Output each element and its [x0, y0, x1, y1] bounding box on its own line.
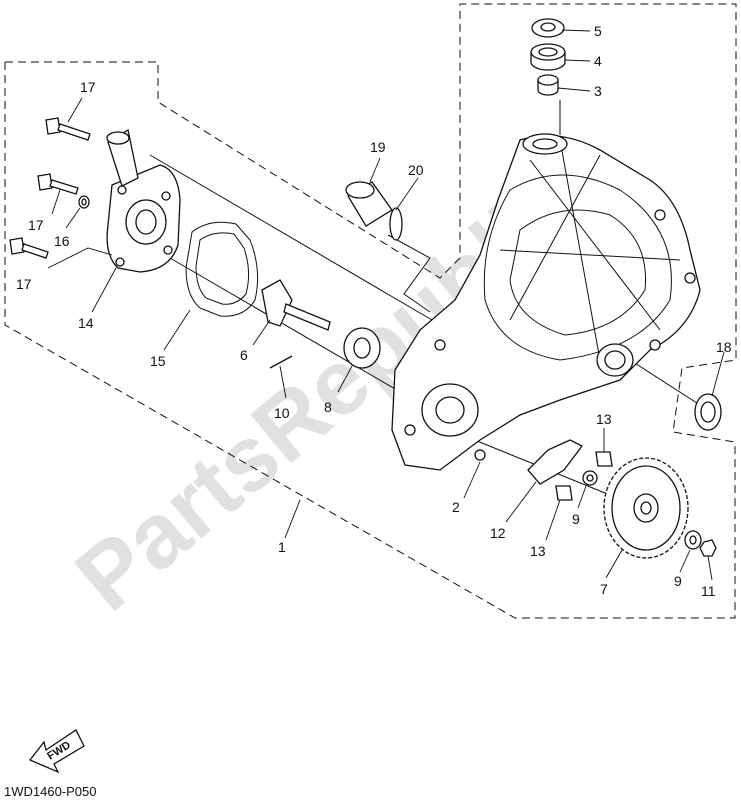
oil-seal-part-19: [345, 181, 393, 227]
callout-17-bottom: 17: [16, 276, 32, 292]
bolt-part-13-lower: [555, 485, 573, 501]
callout-6: 6: [240, 347, 248, 363]
callout-8: 8: [324, 399, 332, 415]
callout-2: 2: [452, 499, 460, 515]
oil-seal-part-18: [694, 393, 722, 431]
bearing-part-8: [343, 327, 381, 369]
gasket-part-15: [185, 221, 259, 317]
crankcase-cover-part-1: [391, 133, 701, 471]
callout-13-lower: 13: [530, 543, 546, 559]
bolt-part-17-bottom: [9, 237, 49, 259]
callout-18: 18: [716, 339, 732, 355]
nut-part-11: [699, 539, 717, 557]
gear-part-7: [603, 457, 689, 559]
callout-7: 7: [600, 581, 608, 597]
bolt-part-17-top: [45, 117, 91, 141]
callout-3: 3: [594, 83, 602, 99]
bolt-part-13-upper: [595, 451, 613, 467]
washer-part-9-lower: [684, 530, 702, 550]
callout-9-lower: 9: [674, 573, 682, 589]
pin-part-10: [269, 355, 293, 369]
diagram-code: 1WD1460-P050: [4, 784, 97, 799]
callout-14: 14: [78, 315, 94, 331]
bolt-part-17-middle: [37, 173, 79, 195]
impeller-shaft-part-6: [261, 279, 331, 331]
callout-5: 5: [594, 23, 602, 39]
plate-part-12: [527, 439, 583, 485]
dashed-group-outline: [4, 3, 737, 619]
callout-9-upper: 9: [572, 511, 580, 527]
callout-17-top: 17: [80, 79, 96, 95]
oil-seal-part-5: [531, 18, 565, 38]
forward-direction-arrow: FWD: [28, 729, 85, 774]
callout-11: 11: [701, 583, 716, 599]
water-pump-housing-part-14: [106, 128, 181, 273]
callout-10: 10: [274, 405, 290, 421]
callout-1: 1: [278, 539, 286, 555]
circlip-part-20: [389, 207, 403, 241]
washer-part-16: [78, 195, 90, 209]
needle-bearing-part-4: [530, 43, 566, 71]
callout-15: 15: [150, 353, 166, 369]
callout-17-middle: 17: [28, 217, 44, 233]
callout-4: 4: [594, 53, 602, 69]
leader-lines: [47, 29, 725, 581]
callout-19: 19: [370, 139, 386, 155]
callout-20: 20: [408, 162, 424, 178]
callout-12: 12: [490, 525, 506, 541]
callout-16: 16: [54, 233, 70, 249]
washer-part-9-upper: [582, 470, 598, 486]
callout-labels: 1 2 3 4 5 6 7 8 9 9 10 11 12 13 13 14 15…: [16, 23, 732, 599]
callout-13-upper: 13: [596, 411, 612, 427]
bushing-part-3: [537, 74, 559, 96]
